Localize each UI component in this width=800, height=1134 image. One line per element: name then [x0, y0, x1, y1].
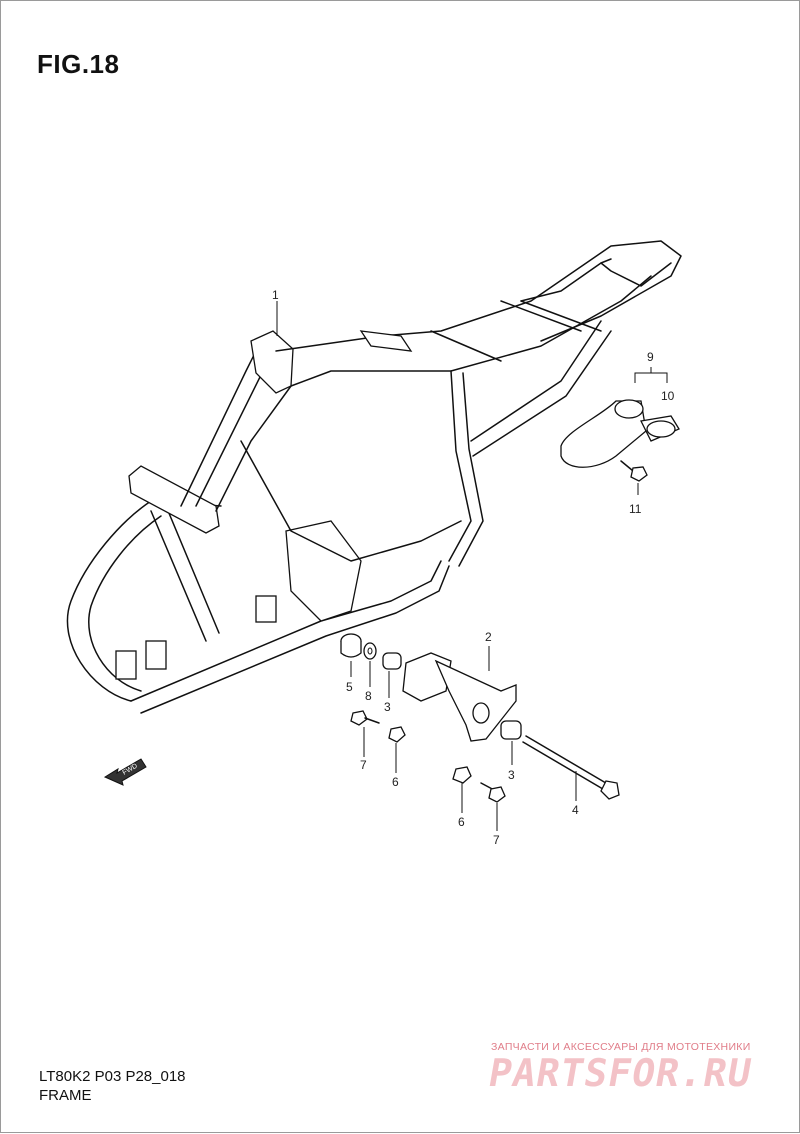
bracket-part [402, 652, 517, 742]
callout-11: 11 [629, 502, 642, 516]
diagram-name: FRAME [39, 1087, 92, 1104]
bolt-part-7b [480, 782, 506, 803]
screw-part [620, 460, 648, 495]
figure-title: FIG.18 [37, 49, 120, 79]
bolt-long-part-4 [522, 735, 620, 800]
fwd-arrow-icon: FWD [103, 758, 147, 786]
nut-part-6a [388, 726, 406, 743]
nut-part-6b [452, 766, 472, 784]
callout-7b: 7 [493, 833, 500, 847]
callout-4: 4 [572, 803, 579, 817]
callout-9: 9 [647, 350, 654, 364]
callout-1: 1 [272, 288, 279, 302]
bolt-part-7a [350, 710, 380, 726]
collar-part-5 [340, 633, 362, 658]
frame-part [66, 240, 682, 714]
leader-lines [276, 301, 577, 831]
bushing-part-3a [382, 652, 402, 670]
callout-6b: 6 [458, 815, 465, 829]
washer-part-8 [363, 642, 377, 660]
callout-3a: 3 [384, 700, 391, 714]
callout-3b: 3 [508, 768, 515, 782]
callout-8: 8 [365, 689, 372, 703]
cover-set-part [560, 367, 680, 468]
callout-5: 5 [346, 680, 353, 694]
callout-6a: 6 [392, 775, 399, 789]
bushing-part-3b [500, 720, 522, 740]
callout-2: 2 [485, 630, 492, 644]
callout-7a: 7 [360, 758, 367, 772]
callout-10: 10 [661, 389, 675, 403]
watermark-tagline: ЗАПЧАСТИ И АКСЕССУАРЫ ДЛЯ МОТОТЕХНИКИ [491, 1041, 751, 1053]
watermark-logo: PARTSFOR.RU [485, 1051, 756, 1095]
diagram-code: LT80K2 P03 P28_018 [39, 1068, 186, 1085]
